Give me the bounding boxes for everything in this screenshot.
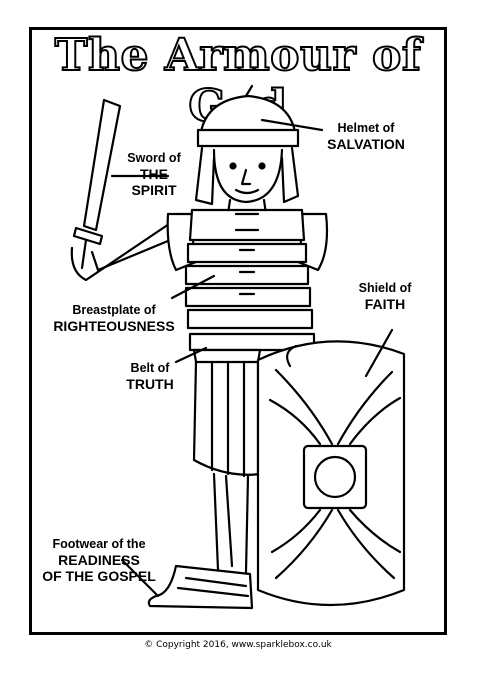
breastplate-icon — [166, 208, 329, 330]
footwear-label: Footwear of the READINESS OF THE GOSPEL — [42, 537, 156, 584]
sandal-icon — [147, 564, 254, 610]
copyright-text[interactable]: © Copyright 2016, www.sparklebox.co.uk — [144, 640, 332, 650]
belt-icon — [188, 332, 316, 364]
breastplate-pointer — [170, 274, 216, 300]
shield-pointer — [364, 328, 394, 378]
shield-icon — [256, 340, 406, 607]
helmet-pointer — [260, 118, 324, 132]
helmet-icon — [194, 84, 300, 206]
sword-icon — [72, 98, 122, 270]
shield-label: Shield of FAITH — [358, 281, 412, 312]
helmet-label: Helmet of SALVATION — [327, 121, 405, 152]
page-border — [29, 27, 447, 635]
belt-label: Belt of TRUTH — [126, 361, 174, 392]
belt-pointer — [174, 346, 208, 364]
breastplate-label: Breastplate of RIGHTEOUSNESS — [53, 303, 175, 334]
footwear-pointer — [120, 558, 160, 598]
sword-label: Sword of THE SPIRIT — [127, 151, 181, 198]
